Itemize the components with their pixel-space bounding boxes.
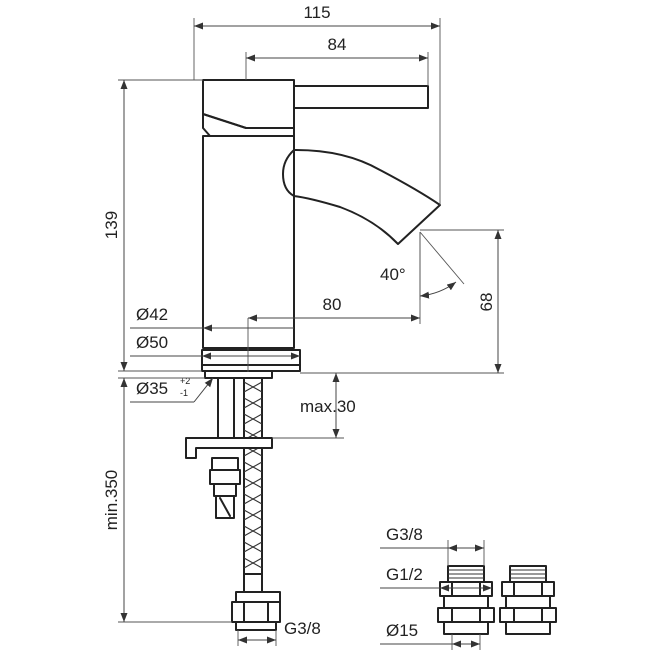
label-base-diameter: Ø50 <box>136 333 168 352</box>
label-hose-thread: G3/8 <box>284 619 321 638</box>
dimension-height: 139 <box>102 79 203 372</box>
label-spout-height: 68 <box>477 293 496 312</box>
label-pipe-diameter: Ø15 <box>386 621 418 640</box>
label-body-diameter: Ø42 <box>136 305 168 324</box>
dimension-hole-diameter: Ø35 +2 -1 <box>130 376 214 403</box>
dimension-lever-length: 84 <box>245 35 429 86</box>
dimension-spout-angle: 40° <box>380 231 465 300</box>
faucet-body <box>202 135 295 349</box>
cartridge-cap <box>202 113 295 137</box>
fixing-nut <box>209 457 241 519</box>
dimension-max-deck: max.30 <box>272 373 356 439</box>
label-hole-tolerance-plus: +2 <box>180 376 190 386</box>
faucet <box>185 79 441 631</box>
dimension-adapter-thread-top: G3/8 <box>380 525 485 566</box>
label-max-deck: max.30 <box>300 397 356 416</box>
dimension-adapter-thread-mid: G1/2 <box>380 565 492 592</box>
label-spout-reach: 80 <box>323 295 342 314</box>
label-adapter-thread-mid: G1/2 <box>386 565 423 584</box>
label-hole-tolerance-minus: -1 <box>180 388 188 398</box>
dimension-base-diameter: Ø50 <box>130 333 300 360</box>
dimension-hose-length: min.350 <box>102 377 232 623</box>
hose-connector <box>231 573 281 631</box>
base-plate <box>201 349 301 372</box>
spout <box>293 149 441 245</box>
valve-adapter-left <box>437 565 495 635</box>
dimension-hose-thread: G3/8 <box>237 619 321 646</box>
label-adapter-thread-top: G3/8 <box>386 525 423 544</box>
dimension-spout-height: 68 <box>300 229 504 374</box>
label-overall-width: 115 <box>303 3 330 22</box>
dimension-pipe-diameter: Ø15 <box>380 621 481 650</box>
braided-hose <box>243 377 263 591</box>
dimension-body-diameter: Ø42 <box>130 305 294 332</box>
dimension-overall-width: 115 <box>193 3 441 205</box>
label-height: 139 <box>102 211 121 239</box>
label-spout-angle: 40° <box>380 265 406 284</box>
label-hose-length: min.350 <box>102 470 121 530</box>
label-hole-diameter: Ø35 <box>136 379 168 398</box>
threaded-rod <box>217 377 235 439</box>
label-lever-length: 84 <box>328 35 347 54</box>
lever-handle <box>202 79 429 129</box>
valve-adapter-right <box>499 565 557 635</box>
mounting-shank <box>204 370 273 379</box>
